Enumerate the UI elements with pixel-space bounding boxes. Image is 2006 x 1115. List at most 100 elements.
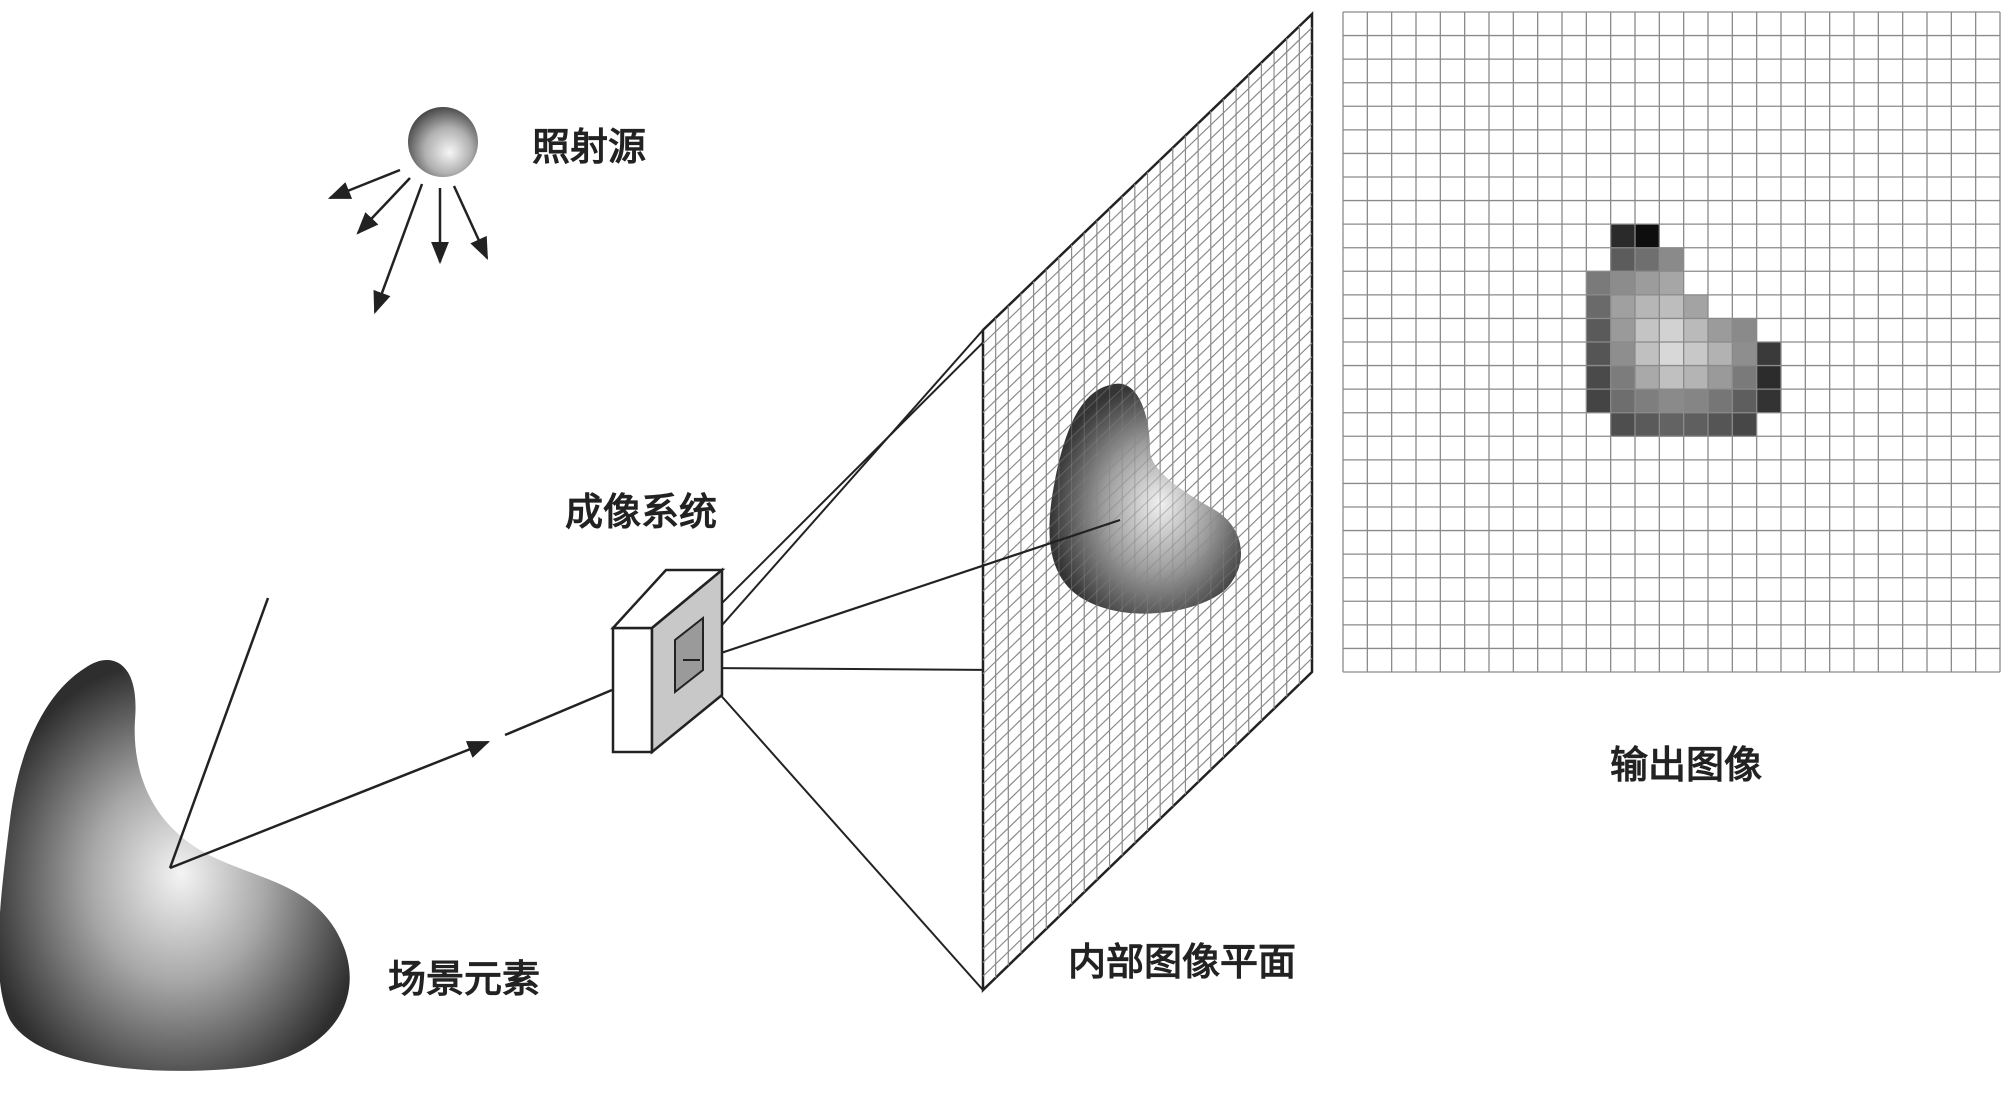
output-image-pixel [1683,389,1708,413]
frustum-edge-bottom [699,671,984,991]
output-image-pixel [1635,224,1660,248]
image-plane-grid-line [982,644,1313,963]
image-plane-grid-line [982,465,1313,785]
image-plane-grid-line [982,136,1313,455]
output-image-pixel [1635,294,1660,319]
camera-lens [674,615,704,695]
output-image-pixel [1610,342,1635,366]
output-image-pixel [1708,412,1733,437]
output-image-pixel [1659,412,1684,437]
image-plane-label: 内部图像平面 [1068,940,1296,984]
output-image-pixel [1756,342,1781,366]
image-plane-grid-line [982,616,1313,936]
output-image-pixel [1610,412,1635,437]
output-image-pixel [1683,318,1708,342]
output-image-pixel [1635,412,1660,437]
image-plane-grid-line [982,520,1313,840]
image-plane-grid-line [982,219,1313,537]
reflected-ray [169,740,491,870]
output-image-pixels [1586,224,1781,437]
output-image-pixel [1635,365,1660,390]
image-plane-grid-line [982,603,1313,922]
image-plane-grid-line [982,191,1313,510]
scene-element-label: 场景元素 [388,957,540,1001]
image-plane-grid-line [982,54,1313,372]
image-plane-grid-line [982,657,1313,977]
image-plane-grid-line [982,603,1313,922]
image-plane-grid-line [982,82,1313,400]
output-image-pixel [1610,294,1635,319]
frustum-edge-mid [699,329,984,651]
scene-normal-line [168,597,270,869]
output-image-pixel [1732,389,1757,413]
output-image-pixel [1635,389,1660,413]
image-plane-grid-line [982,136,1313,455]
image-plane-grid-line [982,274,1313,592]
image-plane-grid-line [982,534,1313,853]
image-plane-grid-line [982,630,1313,950]
output-image-pixel [1659,247,1684,272]
image-plane-grid-line [982,616,1313,936]
image-plane-grid-line [982,534,1313,853]
output-image-pixel [1635,271,1660,295]
output-image-pixel [1732,318,1757,342]
image-plane-grid-line [982,123,1313,441]
image-plane-grid-line [982,452,1313,771]
image-plane-grid-line [982,232,1313,551]
image-plane-grid-line [982,657,1313,977]
output-image-pixel [1586,342,1611,366]
image-plane-grid-line [982,260,1313,578]
image-plane-grid-line [982,561,1313,881]
image-plane-grid-line [982,232,1313,551]
output-image-pixel [1586,389,1611,413]
internal-image-plane [981,11,1314,993]
image-plane-grid-line [982,246,1313,565]
image-plane-grid-line [982,205,1313,523]
output-image-pixel [1610,365,1635,390]
output-image-label: 输出图像 [1610,743,1762,787]
image-plane-grid-line [982,178,1313,496]
image-plane-grid-line [982,287,1313,606]
output-image-pixel [1683,342,1708,366]
scene-element [0,597,613,1071]
image-plane-grid-line [982,575,1313,895]
output-image-pixel [1708,342,1733,366]
image-plane-grid-line [982,109,1313,427]
image-plane-grid-line [982,123,1313,441]
reflected-ray-continuation [504,688,613,737]
image-plane-grid-line [982,301,1313,620]
image-plane-grid-line [982,82,1313,400]
image-plane-grid-line [982,424,1313,743]
output-image-pixel [1610,247,1635,272]
imaging-system-label: 成像系统 [565,490,717,534]
output-image-pixel [1659,389,1684,413]
image-plane-grid-line [982,589,1313,908]
output-image-pixel [1659,342,1684,366]
output-image-pixel [1683,294,1708,319]
output-image-pixel [1756,389,1781,413]
image-plane-grid-line [982,164,1313,482]
image-plane-grid-line [982,397,1313,716]
image-plane-grid-line [982,630,1313,950]
image-plane-grid-line [982,164,1313,482]
image-plane-grid-line [982,370,1313,688]
image-plane-grid-line [982,95,1313,413]
image-plane-grid-line [982,520,1313,840]
output-image-pixel [1708,389,1733,413]
output-image-pixel [1610,271,1635,295]
light-source-sphere [408,107,478,177]
output-image [1342,11,2001,673]
output-image-pixel [1756,365,1781,390]
image-plane-grid-line [982,548,1313,867]
output-image-pixel [1635,247,1660,272]
image-plane-grid-line [982,411,1313,730]
image-plane-grid-line [982,260,1313,578]
output-image-pixel [1732,342,1757,366]
image-plane-grid-line [982,589,1313,908]
image-plane-grid-line [982,41,1313,358]
output-image-pixel [1635,318,1660,342]
output-image-pixel [1708,365,1733,390]
image-plane-grid-line [982,561,1313,881]
image-plane-grid-line [982,95,1313,413]
